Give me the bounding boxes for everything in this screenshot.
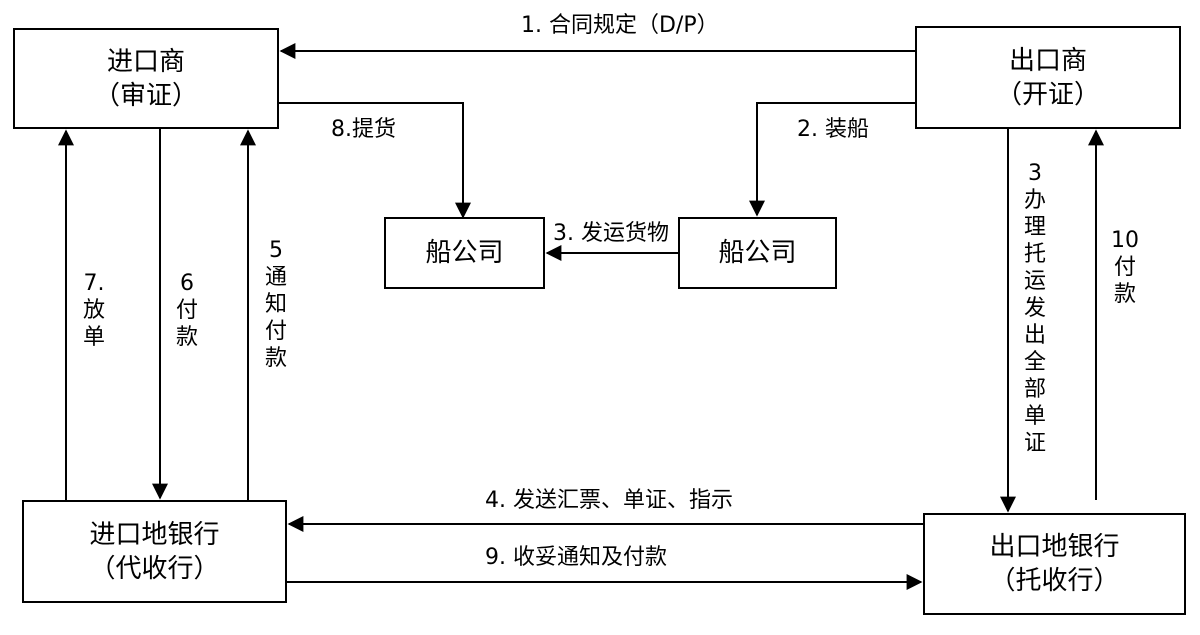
import-bank-title: 进口地银行 — [89, 519, 220, 550]
label-dispatch-goods: 3. 发运货物 — [553, 221, 669, 246]
label-release-docs: 7. 放 单 — [82, 271, 105, 350]
label-send-drafts: 4. 发送汇票、单证、指示 — [485, 488, 733, 513]
arrow-shipment — [749, 102, 915, 217]
node-shipping-company-right: 船公司 — [678, 217, 837, 289]
shipping-left-title: 船公司 — [425, 238, 504, 268]
label-importer-payment: 6 付 款 — [175, 271, 198, 350]
node-exporter: 出口商 （开证） — [915, 26, 1181, 129]
shipping-right-title: 船公司 — [718, 238, 797, 268]
label-contract: 1. 合同规定（D/P） — [521, 13, 719, 38]
importer-subtitle: （审证） — [93, 80, 198, 111]
exporter-title: 出口商 — [1008, 45, 1087, 76]
label-shipment: 2. 装船 — [797, 117, 869, 142]
label-exporter-payment: 10 付 款 — [1111, 228, 1139, 307]
node-shipping-company-left: 船公司 — [384, 217, 545, 289]
label-pickup: 8.提货 — [331, 117, 396, 142]
node-import-bank: 进口地银行 （代收行） — [22, 500, 287, 603]
node-export-bank: 出口地银行 （托收行） — [923, 513, 1186, 615]
label-payment-notice: 5 通 知 付 款 — [264, 238, 287, 371]
label-submit-docs: 3 办 理 托 运 发 出 全 部 单 证 — [1023, 161, 1046, 456]
node-importer: 进口商 （审证） — [13, 28, 279, 129]
label-receipt-notice: 9. 收妥通知及付款 — [485, 545, 667, 570]
exporter-subtitle: （开证） — [995, 79, 1100, 110]
importer-title: 进口商 — [106, 46, 185, 77]
arrow-pickup — [279, 102, 471, 219]
import-bank-subtitle: （代收行） — [89, 553, 220, 584]
export-bank-subtitle: （托收行） — [989, 566, 1120, 596]
export-bank-title: 出口地银行 — [989, 532, 1120, 562]
